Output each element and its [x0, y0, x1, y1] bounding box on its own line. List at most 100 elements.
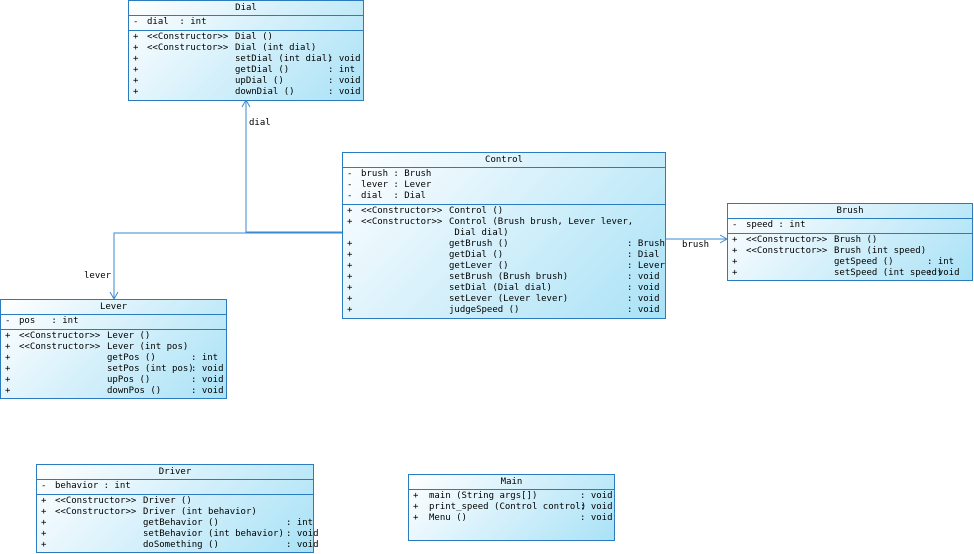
- association-dial-label: dial: [249, 118, 271, 128]
- attribute-row: -behavior: int: [37, 481, 313, 492]
- visibility: +: [133, 76, 139, 86]
- visibility: +: [41, 518, 47, 528]
- attribute-name: lever: [361, 180, 389, 190]
- visibility: +: [5, 342, 11, 352]
- operation-signature: getSpeed (): [834, 257, 894, 267]
- operation-signature: getDial (): [235, 65, 290, 75]
- visibility: +: [413, 491, 419, 501]
- stereotype: <<Constructor>>: [55, 496, 137, 506]
- operation-row: +<<Constructor>>Lever (): [1, 331, 226, 342]
- attributes-section: -behavior: int: [37, 480, 313, 495]
- return-type: : void: [627, 305, 660, 315]
- attribute-name: speed: [746, 220, 774, 230]
- class-name: Main: [409, 475, 614, 490]
- operation-row: +<<Constructor>>Driver (int behavior): [37, 507, 313, 518]
- attribute-name: brush: [361, 169, 389, 179]
- operation-signature: Brush (): [834, 235, 878, 245]
- visibility: +: [133, 32, 139, 42]
- return-type: : void: [627, 272, 660, 282]
- visibility: +: [732, 235, 738, 245]
- operation-signature: setBehavior (int behavior): [143, 529, 284, 539]
- attribute-row: -speed: int: [728, 220, 972, 231]
- operation-signature: main (String args[]): [429, 491, 538, 501]
- attribute-row: -brush: Brush: [343, 169, 665, 180]
- visibility: -: [732, 220, 738, 230]
- operation-row: +downDial (): void: [129, 87, 363, 98]
- operation-signature: downDial (): [235, 87, 295, 97]
- visibility: +: [133, 54, 139, 64]
- return-type: : void: [627, 283, 660, 293]
- return-type: : void: [328, 76, 361, 86]
- visibility: +: [5, 364, 11, 374]
- operation-row: +getSpeed (): int: [728, 257, 972, 268]
- operation-signature: downPos (): [107, 386, 162, 396]
- operation-row: +setPos (int pos): void: [1, 364, 226, 375]
- attribute-name: behavior: [55, 481, 99, 491]
- stereotype: <<Constructor>>: [746, 235, 828, 245]
- operation-row: +doSomething (): void: [37, 540, 319, 551]
- return-type: : void: [191, 364, 224, 374]
- visibility: -: [133, 17, 139, 27]
- visibility: +: [41, 507, 47, 517]
- class-dial[interactable]: Dial-dial: int+<<Constructor>>Dial ()+<<…: [128, 0, 364, 101]
- attribute-name: dial: [361, 191, 383, 201]
- stereotype: <<Constructor>>: [361, 217, 443, 227]
- attribute-type: : Lever: [393, 180, 432, 190]
- class-main[interactable]: Main+main (String args[]): void+print_sp…: [408, 474, 615, 541]
- attribute-name: pos: [19, 316, 36, 326]
- attributes-section: -speed: int: [728, 219, 972, 234]
- operation-signature: Control (): [449, 206, 504, 216]
- operation-row: + <<Constructor>> Brush (): [728, 235, 972, 246]
- operation-row: +judgeSpeed (): void: [343, 305, 665, 316]
- class-brush[interactable]: Brush-speed: int+<<Constructor>>Brush ()…: [727, 203, 973, 281]
- return-type: : void: [191, 386, 224, 396]
- operation-signature: setSpeed (int speed): [834, 268, 943, 278]
- operation-row: +upDial (): void: [129, 76, 363, 87]
- association-lever-line: [113, 232, 343, 299]
- operation-signature: setDial (Dial dial): [449, 283, 552, 293]
- operation-signature: getLever (): [449, 261, 509, 271]
- class-lever[interactable]: Lever-pos: int+<<Constructor>>Lever ()+<…: [0, 299, 227, 399]
- return-type: : Dial: [627, 250, 660, 260]
- return-type: : void: [627, 294, 660, 304]
- operation-signature: Driver (int behavior): [143, 507, 257, 517]
- operation-signature: getDial (): [449, 250, 504, 260]
- class-control[interactable]: Control-brush: Brush-lever: Lever-dial: …: [342, 152, 666, 319]
- operation-row: +setLever (Lever lever): void: [343, 294, 665, 305]
- operation-row: +<<Constructor>>Dial (): [129, 32, 363, 43]
- return-type: : int: [328, 65, 356, 75]
- operation-signature: doSomething (): [143, 540, 219, 550]
- visibility: +: [41, 540, 47, 550]
- visibility: +: [133, 87, 139, 97]
- operation-signature: Dial dial): [449, 228, 509, 238]
- visibility: -: [347, 191, 353, 201]
- operation-row: + getDial () : int: [129, 65, 363, 76]
- operation-row: +getPos (): int: [1, 353, 226, 364]
- visibility: +: [347, 217, 353, 227]
- operations-section: +<<Constructor>>Lever ()+<<Constructor>>…: [1, 330, 226, 399]
- visibility: +: [347, 206, 353, 216]
- class-driver[interactable]: Driver-behavior: int+<<Constructor>>Driv…: [36, 464, 319, 553]
- visibility: +: [133, 65, 139, 75]
- operation-signature: Driver (): [143, 496, 192, 506]
- stereotype: <<Constructor>>: [746, 246, 828, 256]
- attribute-type: : int: [179, 17, 207, 27]
- visibility: +: [347, 261, 353, 271]
- operation-row: +setBehavior (int behavior): void: [37, 529, 319, 540]
- operation-row: +upPos (): void: [1, 375, 226, 386]
- stereotype: <<Constructor>>: [19, 331, 101, 341]
- operation-signature: setLever (Lever lever): [449, 294, 569, 304]
- visibility: +: [5, 353, 11, 363]
- operation-row: +setSpeed (int speed): void: [728, 268, 972, 279]
- attribute-type: : Dial: [393, 191, 426, 201]
- operations-section: + <<Constructor>> Driver ()+<<Constructor>…: [37, 495, 319, 553]
- return-type: : int: [286, 518, 314, 528]
- class-name: Control: [343, 153, 665, 168]
- operation-row: +<<Constructor>>Dial (int dial): [129, 43, 363, 54]
- return-type: : Brush: [627, 239, 665, 249]
- operations-section: + <<Constructor>> Brush ()+ <<Constructor>>…: [728, 234, 972, 281]
- operation-row: +getBrush (): Brush: [343, 239, 665, 250]
- visibility: +: [347, 305, 353, 315]
- return-type: : void: [191, 375, 224, 385]
- return-type: : int: [927, 257, 955, 267]
